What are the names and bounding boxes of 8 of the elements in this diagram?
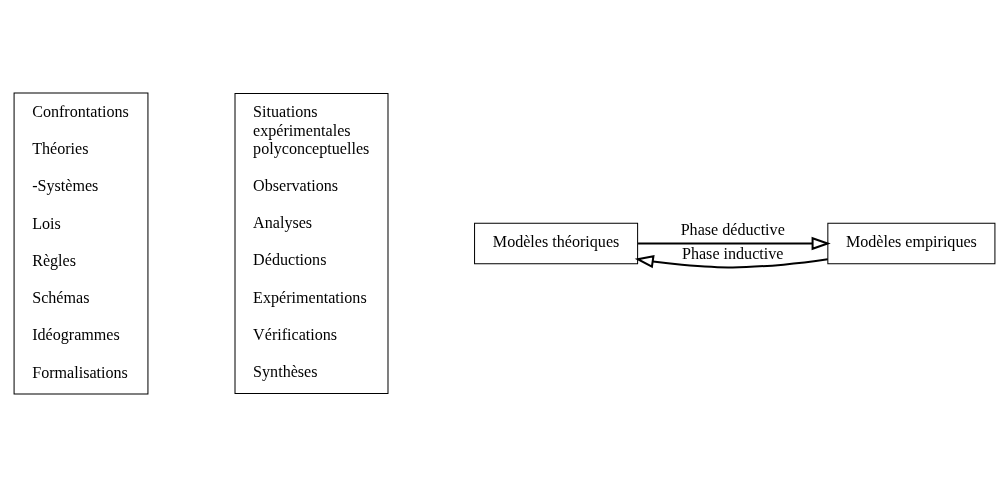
node-box: Modèles théoriques	[473, 222, 638, 264]
node-box: Situations expérimentales polyconceptuelles Observations Analyses Déductions Expérimentations Vérifications Synthèses	[234, 92, 388, 394]
arrow	[637, 236, 831, 250]
edge-label: Phase déductive	[680, 220, 785, 238]
node-box: Modèles empiriques	[826, 222, 995, 264]
arrow	[634, 254, 828, 268]
edge-label: Phase inductive	[681, 244, 783, 262]
node-box: Confrontations Théories -Systèmes Lois Règles Schémas Idéogrammes Formalisations	[13, 92, 148, 394]
